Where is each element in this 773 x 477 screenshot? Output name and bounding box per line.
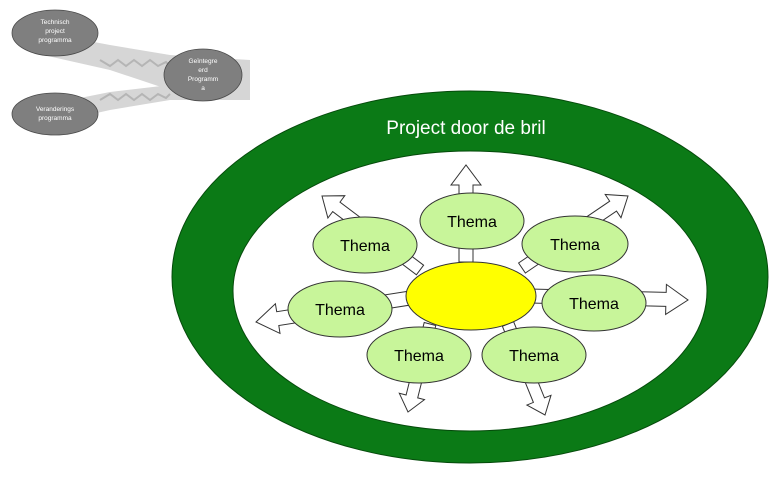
main-diagram: Project door de bril Thema Thema Thema T… <box>171 90 769 464</box>
mini-diagram: Technisch project programma Veranderings… <box>11 9 250 136</box>
mini-node-change-line-1: Veranderings <box>36 106 75 113</box>
theme-node-1: Thema <box>419 192 525 250</box>
mini-node-change: Veranderings programma <box>11 92 99 136</box>
mini-node-technical: Technisch project programma <box>11 9 99 57</box>
mini-node-integrated-line-4: a <box>201 85 205 92</box>
mini-node-integrated: Geïntegre erd Programm a <box>163 48 243 102</box>
mini-node-integrated-line-3: Programm <box>188 76 218 83</box>
ring-title: Project door de bril <box>386 118 545 139</box>
theme-node-2: Thema <box>312 216 418 274</box>
theme-label-7: Thema <box>509 348 559 365</box>
theme-node-3: Thema <box>521 215 629 273</box>
mini-node-integrated-line-1: Geïntegre <box>189 58 218 65</box>
mini-node-technical-line-1: Technisch <box>41 19 70 26</box>
theme-label-6: Thema <box>394 348 444 365</box>
theme-label-4: Thema <box>315 302 365 319</box>
theme-label-2: Thema <box>340 238 390 255</box>
center-ellipse <box>405 261 537 331</box>
theme-node-5: Thema <box>541 274 647 332</box>
mini-node-integrated-line-2: erd <box>198 67 208 74</box>
theme-node-4: Thema <box>287 280 393 338</box>
theme-label-5: Thema <box>569 296 619 313</box>
mini-node-change-line-2: programma <box>38 115 72 122</box>
zipper-teeth-top <box>99 58 171 68</box>
theme-node-6: Thema <box>366 326 472 384</box>
mini-node-technical-line-3: programma <box>38 37 72 44</box>
mini-node-technical-line-2: project <box>45 28 65 35</box>
zipper-teeth-bottom <box>99 92 171 102</box>
theme-node-7: Thema <box>481 326 587 384</box>
theme-label-3: Thema <box>550 237 600 254</box>
theme-label-1: Thema <box>447 214 497 231</box>
